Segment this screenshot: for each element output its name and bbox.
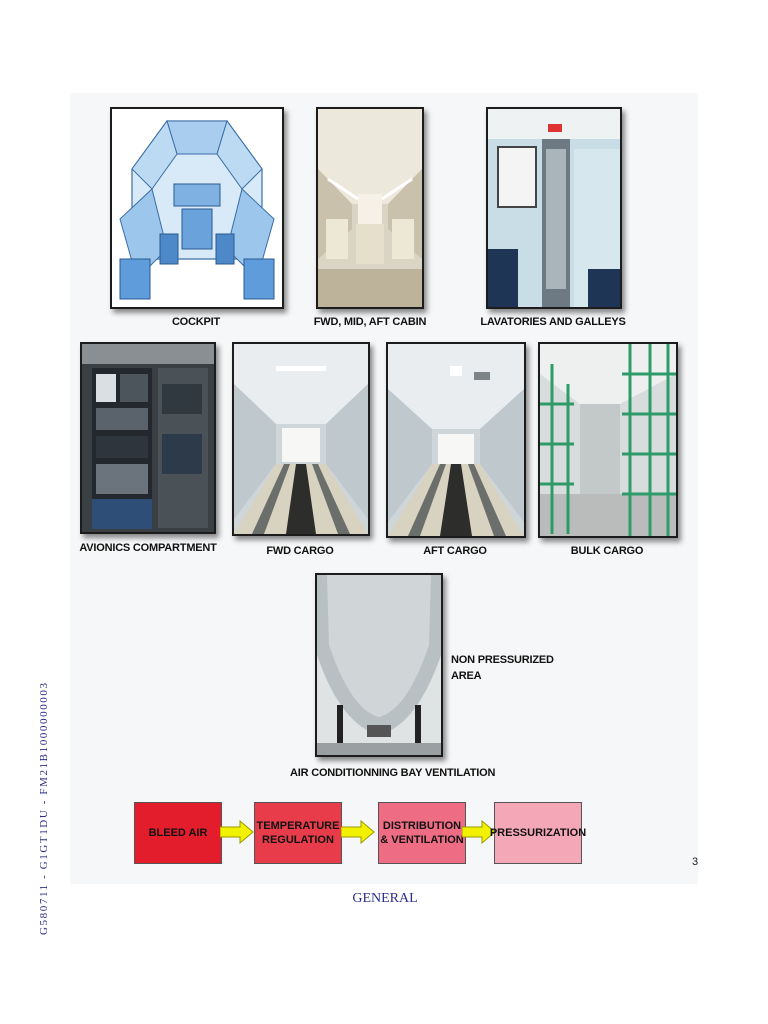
avionics-image: [80, 342, 216, 534]
document-side-code: G580711 - G1GT1DU - FM21B1000000003: [38, 681, 50, 935]
distribution-ventilation-label-line2: & VENTILATION: [380, 834, 464, 846]
non-pressurized-label-line1: NON PRESSURIZED: [451, 654, 554, 666]
bleed-air-label: BLEED AIR: [148, 827, 208, 839]
pressurization-label: PRESSURIZATION: [489, 827, 587, 839]
flow-arrow-3: [462, 820, 496, 844]
bulk-cargo-image: [538, 342, 678, 538]
bleed-air-box: BLEED AIR: [134, 802, 222, 864]
footer-title: GENERAL: [352, 891, 418, 906]
pressurization-box: PRESSURIZATION: [490, 802, 586, 864]
fwd-cargo-image: [232, 342, 370, 536]
cockpit-caption: COCKPIT: [171, 316, 221, 328]
non-pressurized-label-line2: AREA: [451, 670, 482, 682]
aft-cargo-image: [386, 342, 526, 538]
aft-cargo-caption: AFT CARGO: [423, 545, 487, 557]
bulk-cargo-caption: BULK CARGO: [570, 545, 644, 557]
lavatories-image: [486, 107, 622, 309]
ac-bay-caption: AIR CONDITIONNING BAY VENTILATION: [290, 767, 496, 779]
cockpit-image: [110, 107, 284, 309]
temperature-regulation-label-line1: TEMPERATURE: [256, 820, 340, 832]
fwd-cargo-caption: FWD CARGO: [266, 545, 334, 557]
flow-arrow-1: [220, 820, 254, 844]
avionics-caption: AVIONICS COMPARTMENT: [79, 542, 217, 554]
temperature-regulation-label-line2: REGULATION: [262, 834, 334, 846]
distribution-ventilation-label-line1: DISTRIBUTION: [382, 820, 462, 832]
temperature-regulation-box: TEMPERATURE REGULATION: [254, 802, 342, 864]
cabin-image: [316, 107, 424, 309]
cabin-caption: FWD, MID, AFT CABIN: [313, 316, 427, 328]
page-number: 3: [692, 856, 699, 868]
lavatories-caption: LAVATORIES AND GALLEYS: [480, 316, 626, 328]
ac-bay-image: [315, 573, 443, 757]
flow-arrow-2: [341, 820, 375, 844]
distribution-ventilation-box: DISTRIBUTION & VENTILATION: [378, 802, 466, 864]
